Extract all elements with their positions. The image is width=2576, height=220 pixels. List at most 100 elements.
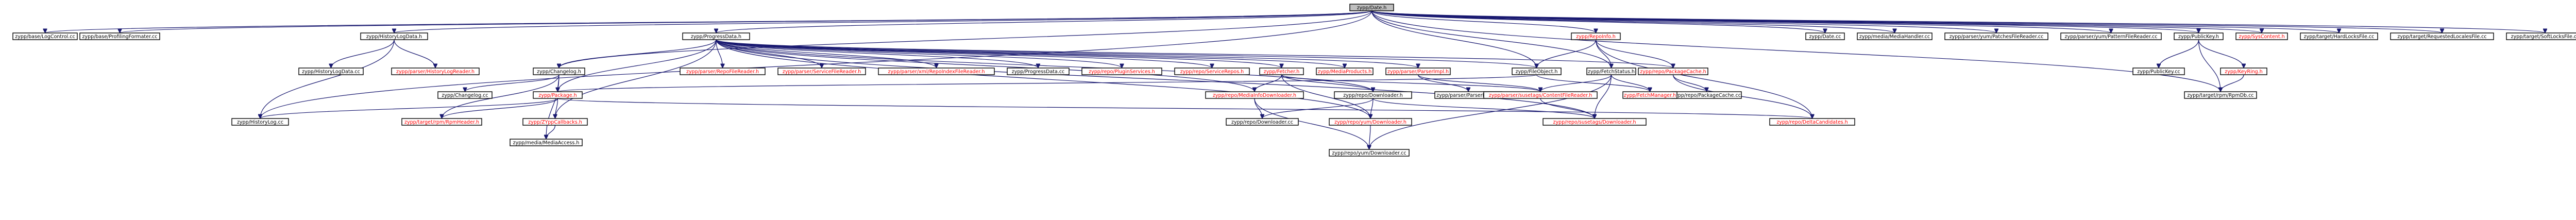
node-box	[1622, 91, 1677, 99]
graph-node-mediaproducts[interactable]: zypp/MediaProducts.h	[1316, 67, 1374, 75]
graph-node-date_cc[interactable]: zypp/Date.cc	[1805, 32, 1845, 40]
graph-node-hardlocks[interactable]: zypp/target/HardLocksFile.cc	[2300, 32, 2378, 40]
graph-node-yumdl_h[interactable]: zypp/repo/yum/Downloader.h	[1329, 118, 1412, 126]
node-label: zypp/HistoryLogData.h	[366, 34, 422, 40]
node-box	[437, 91, 493, 99]
edge-fetcher-to-yumdl_h	[1281, 74, 1371, 119]
graph-node-basecontrol[interactable]: zypp/base/LogControl.cc	[12, 32, 78, 40]
graph-node-repoinfo[interactable]: zypp/RepoInfo.h	[1571, 32, 1621, 40]
node-box	[777, 67, 866, 75]
edge-zyppcallbacks-to-mediaaccess	[546, 125, 556, 140]
graph-node-mediasetdl[interactable]: zypp/repo/MediaInfoDownloader.h	[1205, 91, 1304, 99]
graph-node-parser_h[interactable]: zypp/parser/ParserImpl.h	[1385, 67, 1451, 75]
node-box	[1174, 67, 1250, 75]
edge-progressdata-to-changelog	[559, 39, 717, 69]
edge-root-to-repoinfo	[1371, 10, 1596, 33]
graph-node-repodl_cc[interactable]: zypp/repo/Downloader.cc	[1226, 118, 1299, 126]
node-label: zypp/parser/ParserImpl.cc	[1436, 93, 1500, 98]
node-label: zypp/Fetcher.h	[1264, 69, 1300, 75]
node-label: zypp/base/ProfilingFormater.cc	[82, 34, 158, 40]
graph-node-repoindex[interactable]: zypp/parser/xml/RepoIndexFileReader.h	[878, 67, 995, 75]
edge-root-to-pubkey_h	[1371, 10, 2199, 33]
graph-node-histlogreader[interactable]: zypp/parser/HistoryLogReader.h	[391, 67, 480, 75]
graph-node-zyppcallbacks[interactable]: zypp/ZYppCallbacks.h	[522, 118, 588, 126]
graph-node-fileobj[interactable]: zypp/FileObject.h	[1512, 67, 1562, 75]
edge-root-to-fileobj	[1371, 10, 1537, 68]
node-label: zypp/HistoryLog.cc	[237, 120, 283, 125]
node-box	[1857, 32, 1933, 40]
graph-node-mediahandler[interactable]: zypp/media/MediaHandler.cc	[1857, 32, 1933, 40]
node-box	[2235, 32, 2288, 40]
edge-repodl_h-to-repodl_cc	[1262, 98, 1374, 119]
node-box	[1483, 91, 1598, 99]
graph-node-pubkey_cc[interactable]: zypp/PublicKey.cc	[2132, 67, 2185, 75]
graph-node-deltacand[interactable]: zypp/repo/DeltaCandidates.h	[1769, 118, 1855, 126]
edge-progressdata-to-package_h	[558, 39, 717, 92]
node-label: zypp/SysContent.h	[2239, 34, 2284, 40]
graph-node-histlog_cc[interactable]: zypp/HistoryLog.cc	[231, 118, 289, 126]
node-label: zypp/ProgressData.cc	[1012, 69, 1065, 75]
graph-node-repodl_h[interactable]: zypp/repo/Downloader.h	[1334, 91, 1412, 99]
edge-root-to-progressdata	[716, 10, 1372, 33]
graph-node-syscontent[interactable]: zypp/SysContent.h	[2235, 32, 2288, 40]
node-box	[1081, 67, 1162, 75]
graph-node-progressdata_cc[interactable]: zypp/ProgressData.cc	[1007, 67, 1070, 75]
graph-node-pubkey_h[interactable]: zypp/PublicKey.h	[2174, 32, 2224, 40]
graph-node-servicefile[interactable]: zypp/parser/ServiceFileReader.h	[777, 67, 866, 75]
graph-node-profiling[interactable]: zypp/base/ProfilingFormater.cc	[79, 32, 160, 40]
node-label: zypp/parser/yum/PatchesFileReader.cc	[1950, 34, 2044, 40]
edge-fileobj-to-fetchmanager	[1536, 74, 1650, 92]
graph-node-histlogdata_cc[interactable]: zypp/HistoryLogData.cc	[298, 67, 364, 75]
node-box	[1259, 67, 1304, 75]
node-label: zypp/RepoInfo.h	[1576, 34, 1616, 40]
node-label: zypp/parser/susetags/ContentFileReader.h	[1489, 93, 1592, 98]
graph-node-repofilereader[interactable]: zypp/parser/RepoFileReader.h	[680, 67, 766, 75]
graph-node-histlogdata_h[interactable]: zypp/HistoryLogData.h	[360, 32, 428, 40]
node-label: zypp/PublicKey.h	[2178, 34, 2219, 40]
graph-node-yumdl_cc[interactable]: zypp/repo/yum/Downloader.cc	[1329, 149, 1410, 157]
graph-node-changelog_cc[interactable]: zypp/Changelog.cc	[437, 91, 493, 99]
node-label: zypp/repo/Downloader.h	[1343, 93, 1403, 98]
edge-root-to-hardlocks	[1371, 10, 2340, 33]
node-label: zypp/parser/yum/PatternFileReader.cc	[2065, 34, 2158, 40]
graph-node-fetchmanager[interactable]: zypp/FetchManager.h	[1622, 91, 1677, 99]
node-box	[1349, 4, 1394, 11]
edge-mediasetdl-to-yumdl_cc	[1254, 98, 1369, 149]
graph-node-softlocks[interactable]: zypp/target/SoftLocksFile.cc	[2506, 32, 2576, 40]
node-label: zypp/HistoryLogData.cc	[302, 69, 360, 75]
graph-node-reqlocales[interactable]: zypp/target/RequestedLocalesFile.cc	[2390, 32, 2494, 40]
node-label: zypp/Date.h	[1357, 5, 1387, 11]
graph-node-pkgdata_cc[interactable]: zypp/repo/PackageCache.cc	[1671, 91, 1742, 99]
node-label: zypp/repo/yum/Downloader.cc	[1332, 150, 1406, 156]
edge-progressdata-to-repofilereader	[716, 39, 723, 68]
graph-node-fetcher[interactable]: zypp/Fetcher.h	[1259, 67, 1304, 75]
graph-node-changelog[interactable]: zypp/Changelog.h	[533, 67, 585, 75]
node-box	[360, 32, 428, 40]
edge-pkgdata_h-to-pkgdata_cc	[1672, 74, 1707, 92]
graph-node-pkgdata_h[interactable]: zypp/repo/PackageCache.h	[1638, 67, 1708, 75]
node-label: zypp/parser/HistoryLogReader.h	[396, 69, 474, 75]
edge-package_h-to-deltacand	[557, 98, 1812, 119]
graph-node-patchesfile[interactable]: zypp/parser/yum/PatchesFileReader.cc	[1944, 32, 2048, 40]
edge-pubkey_h-to-rpmdb	[2198, 39, 2221, 92]
edge-progressdata-to-pkgdata_h	[716, 39, 1673, 69]
graph-node-progressdata[interactable]: zypp/ProgressData.h	[682, 32, 750, 40]
edge-changelog-to-mediaaccess	[546, 74, 560, 139]
graph-node-pluginservices[interactable]: zypp/repo/PluginServices.h	[1081, 67, 1162, 75]
graph-node-keyring[interactable]: zypp/KeyRing.h	[2220, 67, 2267, 75]
graph-node-susecontent[interactable]: zypp/parser/susetags/ContentFileReader.h	[1483, 91, 1598, 99]
edge-root-to-histlogdata_h	[394, 10, 1372, 33]
graph-node-servicerepos[interactable]: zypp/repo/ServiceRepos.h	[1174, 67, 1250, 75]
node-box	[1512, 67, 1562, 75]
graph-node-mediaaccess[interactable]: zypp/media/MediaAccess.h	[510, 139, 583, 146]
graph-node-package_h[interactable]: zypp/Package.h	[533, 91, 583, 99]
graph-node-fetchstatus[interactable]: zypp/FetchStatus.h	[1586, 67, 1636, 75]
edge-changelog-to-changelog_cc	[465, 74, 560, 92]
graph-node-susedl_h[interactable]: zypp/repo/susetags/Downloader.h	[1543, 118, 1647, 126]
graph-node-patternfile[interactable]: zypp/parser/yum/PatternFileReader.cc	[2060, 32, 2162, 40]
node-label: zypp/parser/ParserImpl.h	[1387, 69, 1449, 75]
graph-node-root[interactable]: zypp/Date.h	[1349, 4, 1394, 11]
graph-node-rpmdb[interactable]: zypp/target/rpm/RpmDb.cc	[2184, 91, 2257, 99]
graph-node-rpmheader[interactable]: zypp/target/rpm/RpmHeader.h	[401, 118, 482, 126]
